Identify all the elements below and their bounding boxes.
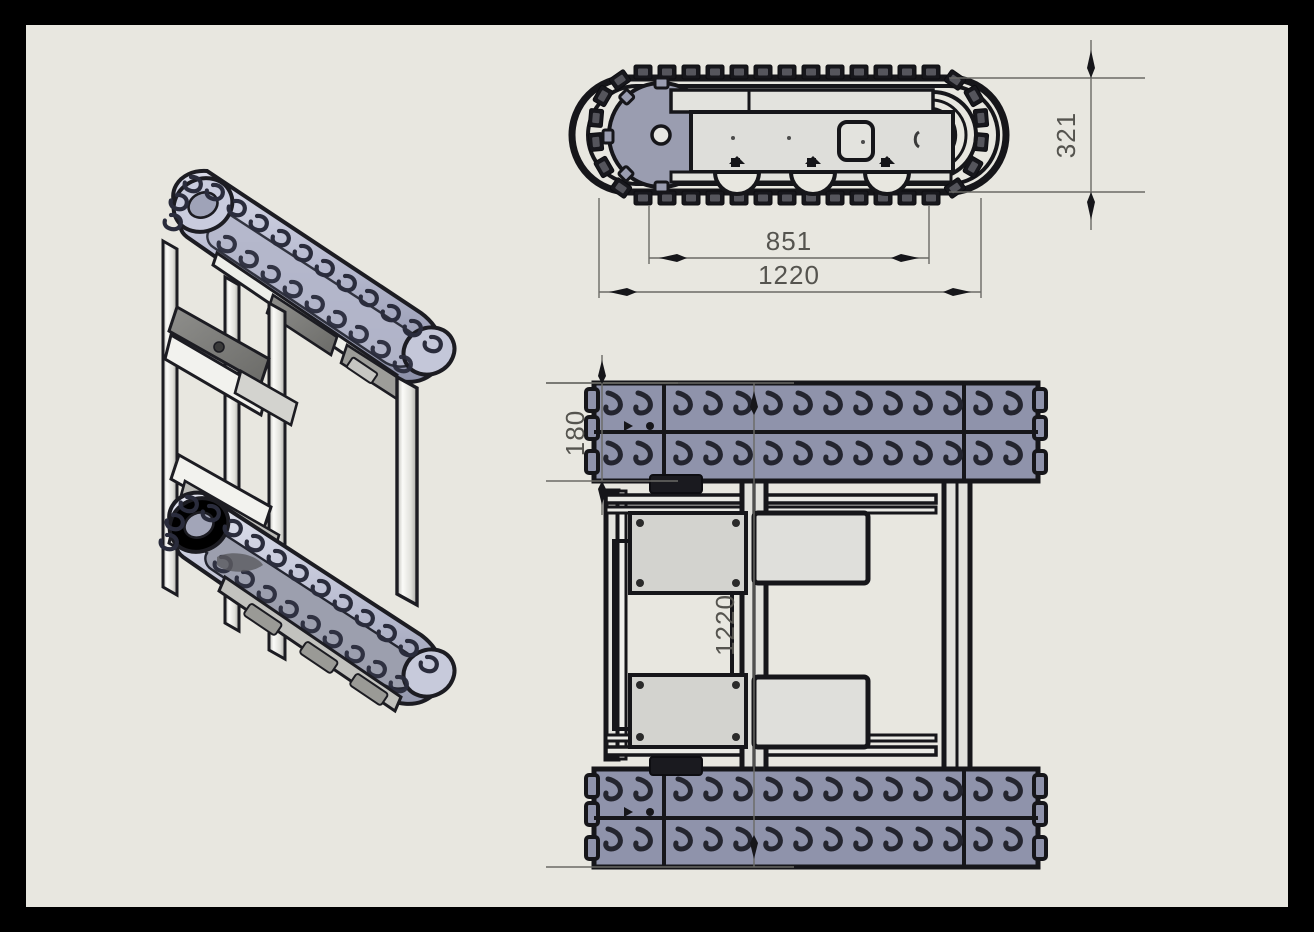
plan-track-bottom [584, 766, 1048, 870]
dim-overall-width-1220: 1220 [710, 594, 740, 656]
road-wheels [712, 156, 912, 196]
dim-contact-851: 851 [766, 226, 812, 256]
plan-motor-mount-bottom [628, 673, 748, 749]
side-elevation-view: 321 851 1220 [568, 40, 1145, 298]
side-view-dim-arrows [609, 50, 1095, 296]
plan-gearbox-bottom [751, 674, 871, 750]
dim-track-width-180: 180 [560, 410, 590, 456]
plan-frame [603, 474, 973, 776]
chassis-body [669, 88, 955, 184]
plan-bearing-block-top [649, 474, 703, 494]
plan-motor-mount-top [628, 511, 748, 595]
iso-plate-hole [213, 341, 225, 353]
iso-upper-track [162, 168, 457, 401]
drawing-paper: 321 851 1220 [26, 25, 1288, 907]
road-wheel [712, 156, 762, 196]
plan-cross-rail-top [604, 493, 938, 505]
access-port [837, 120, 875, 162]
iso-lower-track [158, 490, 457, 714]
plan-view: 180 1220 [546, 355, 1048, 870]
plan-gearbox-top [751, 510, 871, 586]
dim-overall-1220: 1220 [758, 260, 820, 290]
sprocket-hub [650, 124, 672, 146]
dim-height-321: 321 [1051, 112, 1081, 158]
isometric-view [121, 168, 457, 714]
plan-track-top [584, 380, 1048, 484]
iso-post-right [395, 374, 419, 608]
plan-view-dim-arrows [598, 360, 758, 859]
road-wheel [788, 156, 838, 196]
road-wheel [862, 156, 912, 196]
plan-bearing-block-bottom [649, 756, 703, 776]
